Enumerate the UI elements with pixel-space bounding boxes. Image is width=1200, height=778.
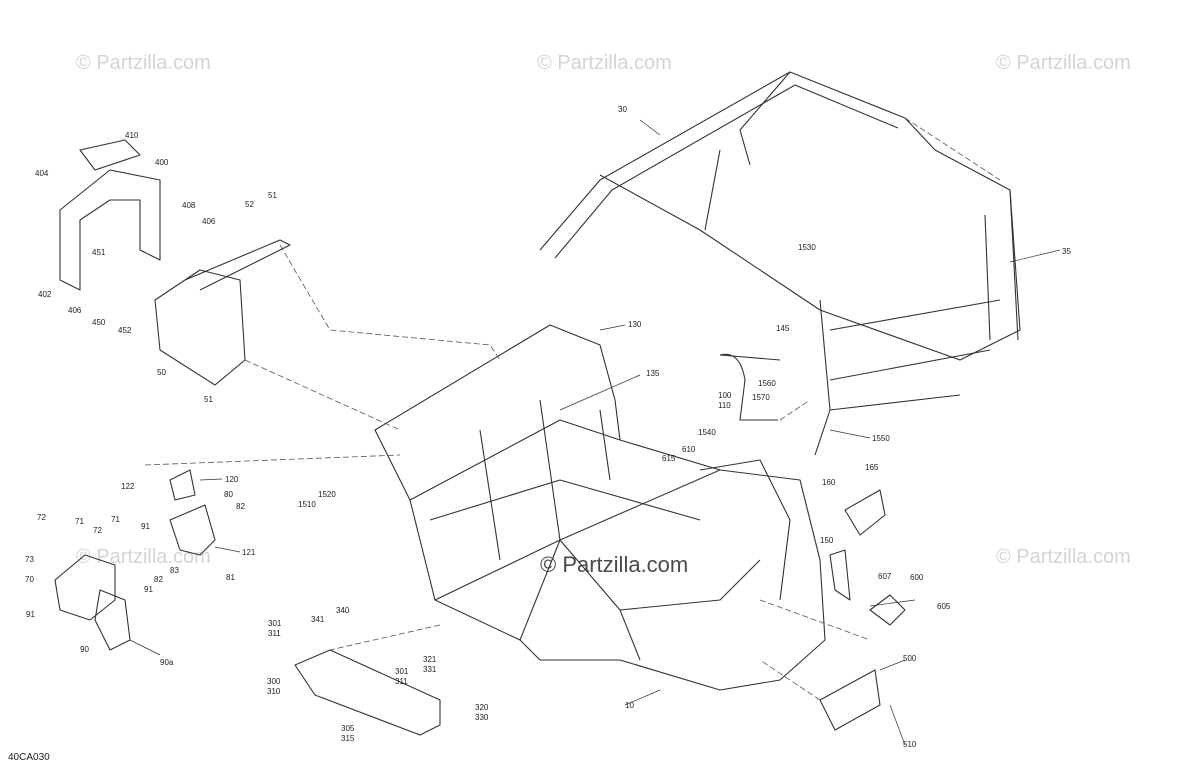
callout-71-b: 71 bbox=[111, 515, 120, 524]
callout-610: 610 bbox=[682, 445, 696, 454]
callout-165: 165 bbox=[865, 463, 879, 472]
callout-82-b: 82 bbox=[154, 575, 163, 584]
callout-406-a: 406 bbox=[202, 217, 216, 226]
callout-451: 451 bbox=[92, 248, 106, 257]
callout-300: 300 bbox=[267, 677, 281, 686]
watermark-top-center: © Partzilla.com bbox=[537, 52, 672, 74]
callout-91-c: 91 bbox=[26, 610, 35, 619]
callout-600: 600 bbox=[910, 573, 924, 582]
callout-50: 50 bbox=[157, 368, 166, 377]
callout-321: 321 bbox=[423, 655, 437, 664]
callout-83: 83 bbox=[170, 566, 179, 575]
callout-404: 404 bbox=[35, 169, 49, 178]
leader-lines bbox=[129, 119, 1061, 746]
callout-301-b: 301 bbox=[395, 667, 409, 676]
callout-450: 450 bbox=[92, 318, 106, 327]
callout-91-b: 91 bbox=[144, 585, 153, 594]
callout-73: 73 bbox=[25, 555, 34, 564]
watermark-center: © Partzilla.com bbox=[540, 552, 689, 577]
main-frame-drawing bbox=[374, 324, 826, 691]
callout-320: 320 bbox=[475, 703, 489, 712]
watermark-mid-right: © Partzilla.com bbox=[996, 546, 1131, 568]
callout-80: 80 bbox=[224, 490, 233, 499]
callout-408: 408 bbox=[182, 201, 196, 210]
callout-91-a: 91 bbox=[141, 522, 150, 531]
callout-82-a: 82 bbox=[236, 502, 245, 511]
callout-35: 35 bbox=[1062, 247, 1071, 256]
callout-1560: 1560 bbox=[758, 379, 776, 388]
callout-labels: 410 400 404 408 406 451 402 406 450 452 … bbox=[25, 105, 1071, 749]
callout-452: 452 bbox=[118, 326, 132, 335]
callout-607: 607 bbox=[878, 572, 892, 581]
callout-135: 135 bbox=[646, 369, 660, 378]
callout-110: 110 bbox=[718, 401, 731, 410]
diagram-code: 40CA030 bbox=[8, 752, 50, 763]
callout-51-b: 51 bbox=[204, 395, 213, 404]
skid-plate-drawing bbox=[294, 649, 441, 736]
callout-81: 81 bbox=[226, 573, 235, 582]
callout-72-b: 72 bbox=[93, 526, 102, 535]
callout-71-a: 71 bbox=[75, 517, 84, 526]
callout-340: 340 bbox=[336, 606, 350, 615]
callout-1520: 1520 bbox=[318, 490, 336, 499]
callout-51-a: 51 bbox=[268, 191, 277, 200]
callout-72-a: 72 bbox=[37, 513, 46, 522]
callout-402: 402 bbox=[38, 290, 52, 299]
callout-10: 10 bbox=[625, 701, 634, 710]
callout-406-b: 406 bbox=[68, 306, 82, 315]
callout-30: 30 bbox=[618, 105, 627, 114]
callout-145: 145 bbox=[776, 324, 790, 333]
callout-160: 160 bbox=[822, 478, 836, 487]
callout-311-b: 311 bbox=[395, 677, 408, 686]
callout-310: 310 bbox=[267, 687, 281, 696]
callout-1530: 1530 bbox=[798, 243, 816, 252]
callout-330: 330 bbox=[475, 713, 489, 722]
callout-605: 605 bbox=[937, 602, 951, 611]
callout-301-a: 301 bbox=[268, 619, 282, 628]
callout-130: 130 bbox=[628, 320, 642, 329]
callout-341: 341 bbox=[311, 615, 325, 624]
callout-305: 305 bbox=[341, 724, 355, 733]
callout-121: 121 bbox=[242, 548, 256, 557]
right-brackets-drawing bbox=[819, 489, 906, 731]
callout-410: 410 bbox=[125, 131, 139, 140]
callout-311-a: 311 bbox=[268, 629, 281, 638]
connection-lines bbox=[144, 117, 1001, 701]
callout-500: 500 bbox=[903, 654, 917, 663]
callout-1550: 1550 bbox=[872, 434, 890, 443]
callout-315: 315 bbox=[341, 734, 355, 743]
callout-122: 122 bbox=[121, 482, 135, 491]
left-brackets-drawing bbox=[54, 469, 216, 651]
callout-70: 70 bbox=[25, 575, 34, 584]
rear-bumper-drawing bbox=[59, 139, 291, 386]
callout-1510: 1510 bbox=[298, 500, 316, 509]
callout-150: 150 bbox=[820, 536, 834, 545]
callout-1540: 1540 bbox=[698, 428, 716, 437]
watermark-top-right: © Partzilla.com bbox=[996, 52, 1131, 74]
callout-510: 510 bbox=[903, 740, 917, 749]
roll-cage-drawing bbox=[539, 71, 1021, 456]
callout-100: 100 bbox=[718, 391, 732, 400]
callout-400: 400 bbox=[155, 158, 169, 167]
watermark-mid-left: © Partzilla.com bbox=[76, 546, 211, 568]
callout-120: 120 bbox=[225, 475, 239, 484]
callout-52: 52 bbox=[245, 200, 254, 209]
callout-90: 90 bbox=[80, 645, 89, 654]
callout-90a: 90a bbox=[160, 658, 174, 667]
callout-615: 615 bbox=[662, 454, 676, 463]
callout-331: 331 bbox=[423, 665, 437, 674]
watermark-top-left: © Partzilla.com bbox=[76, 52, 211, 74]
callout-1570: 1570 bbox=[752, 393, 770, 402]
